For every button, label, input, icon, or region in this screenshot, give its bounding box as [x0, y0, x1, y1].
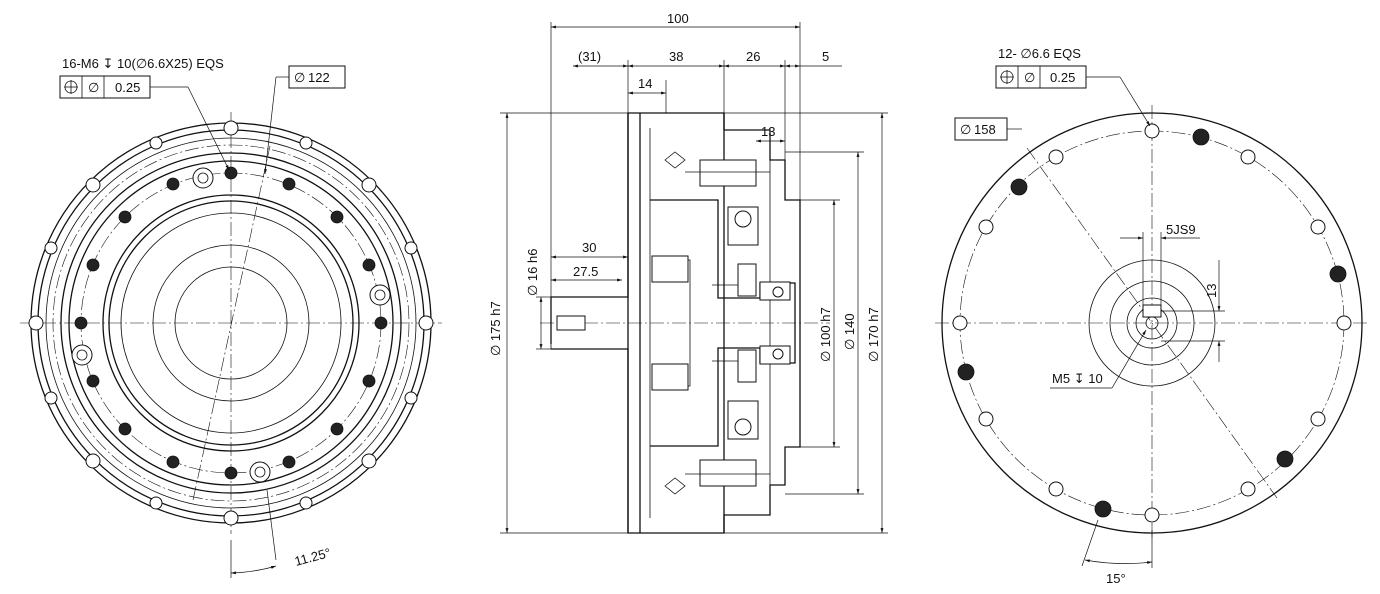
section-right-diameters: ∅ 100 h7 ∅ 140 ∅ 170 h7 — [724, 112, 888, 534]
left-thread-callout: 16-M6 ↧ 10(∅6.6X25) EQS ∅ 0.25 — [59, 56, 230, 171]
right-thread-callout: M5 ↧ 10 — [1050, 329, 1147, 389]
dim-dia-175: 175 h7 — [488, 301, 503, 341]
right-keyway-dimension: 5JS9 13 — [1120, 222, 1225, 362]
section-view: 100 (31) 38 26 5 14 13 30 27.5 — [488, 11, 888, 534]
dim-27-5: 27.5 — [573, 264, 598, 279]
svg-text:∅: ∅ — [88, 80, 99, 95]
right-pcd-label: 158 — [974, 122, 996, 137]
right-thread-depth: 10 — [1088, 371, 1102, 386]
left-outer-holes — [28, 120, 434, 526]
dim-31: (31) — [578, 49, 601, 64]
dim-5: 5 — [822, 49, 829, 64]
svg-text:∅: ∅ — [960, 122, 971, 137]
right-keyway-label: 5JS9 — [1166, 222, 1196, 237]
dim-dia-170: 170 h7 — [866, 307, 881, 347]
dim-dia-100: 100 h7 — [818, 307, 833, 347]
right-hole-detail: 6.6 EQS — [1032, 46, 1081, 61]
thread-count-label: 16-M6 — [62, 56, 99, 71]
svg-text:∅ 175 h7: ∅ 175 h7 — [488, 301, 503, 356]
dim-38: 38 — [669, 49, 683, 64]
svg-text:12- ∅6.6 EQS: 12- ∅6.6 EQS — [998, 46, 1081, 61]
right-angle-dimension: 15° — [1081, 519, 1153, 586]
thread-depth-label: 10( — [117, 56, 136, 71]
right-thread-label: M5 — [1052, 371, 1070, 386]
right-clear-holes — [952, 123, 1352, 523]
section-shaft-dimensions: 30 27.5 ∅ 16 h6 — [525, 240, 628, 350]
dim-overall-length: 100 — [667, 11, 689, 26]
dim-dia-16: 16 h6 — [525, 249, 540, 282]
svg-text:∅ 16 h6: ∅ 16 h6 — [525, 249, 540, 296]
right-hole-count: 12- — [998, 46, 1017, 61]
left-angle-label: 11.25° — [293, 545, 332, 569]
right-pcd-callout: ∅ 158 — [954, 117, 1022, 141]
svg-text:16-M6 ↧ 10(∅6.6X25) EQS: 16-M6 ↧ 10(∅6.6X25) EQS — [62, 56, 224, 71]
right-angle-label: 15° — [1106, 571, 1126, 586]
left-front-view: 16-M6 ↧ 10(∅6.6X25) EQS ∅ 0.25 ∅ 122 11.… — [20, 56, 442, 578]
svg-text:∅: ∅ — [294, 70, 305, 85]
svg-text:∅ 170 h7: ∅ 170 h7 — [866, 307, 881, 362]
dim-14: 14 — [638, 76, 652, 91]
section-dia-175: ∅ 175 h7 — [488, 112, 628, 534]
svg-text:∅ 100 h7: ∅ 100 h7 — [818, 307, 833, 362]
section-top-dimensions: 100 (31) 38 26 5 14 13 — [550, 11, 842, 297]
right-dim-13: 13 — [1204, 284, 1219, 298]
dim-13-section: 13 — [761, 124, 775, 139]
right-bolt-holes — [957, 128, 1347, 518]
left-pcd-label: 122 — [308, 70, 330, 85]
right-hole-callout: 12- ∅6.6 EQS ∅ 0.25 — [995, 46, 1151, 127]
thread-detail-label: 6.6X25) EQS — [147, 56, 224, 71]
dim-26: 26 — [746, 49, 760, 64]
svg-text:M5 ↧ 10: M5 ↧ 10 — [1052, 371, 1103, 386]
right-rear-view: 12- ∅6.6 EQS ∅ 0.25 ∅ 158 5JS9 — [935, 46, 1370, 586]
left-tolerance-value: 0.25 — [115, 80, 140, 95]
svg-text:∅: ∅ — [1024, 70, 1035, 85]
left-pcd-callout: ∅ 122 — [264, 65, 346, 175]
dim-dia-140: 140 — [842, 313, 857, 335]
svg-text:∅ 140: ∅ 140 — [842, 313, 857, 350]
dim-30: 30 — [582, 240, 596, 255]
right-tolerance-value: 0.25 — [1050, 70, 1075, 85]
left-inner-holes — [71, 166, 391, 483]
